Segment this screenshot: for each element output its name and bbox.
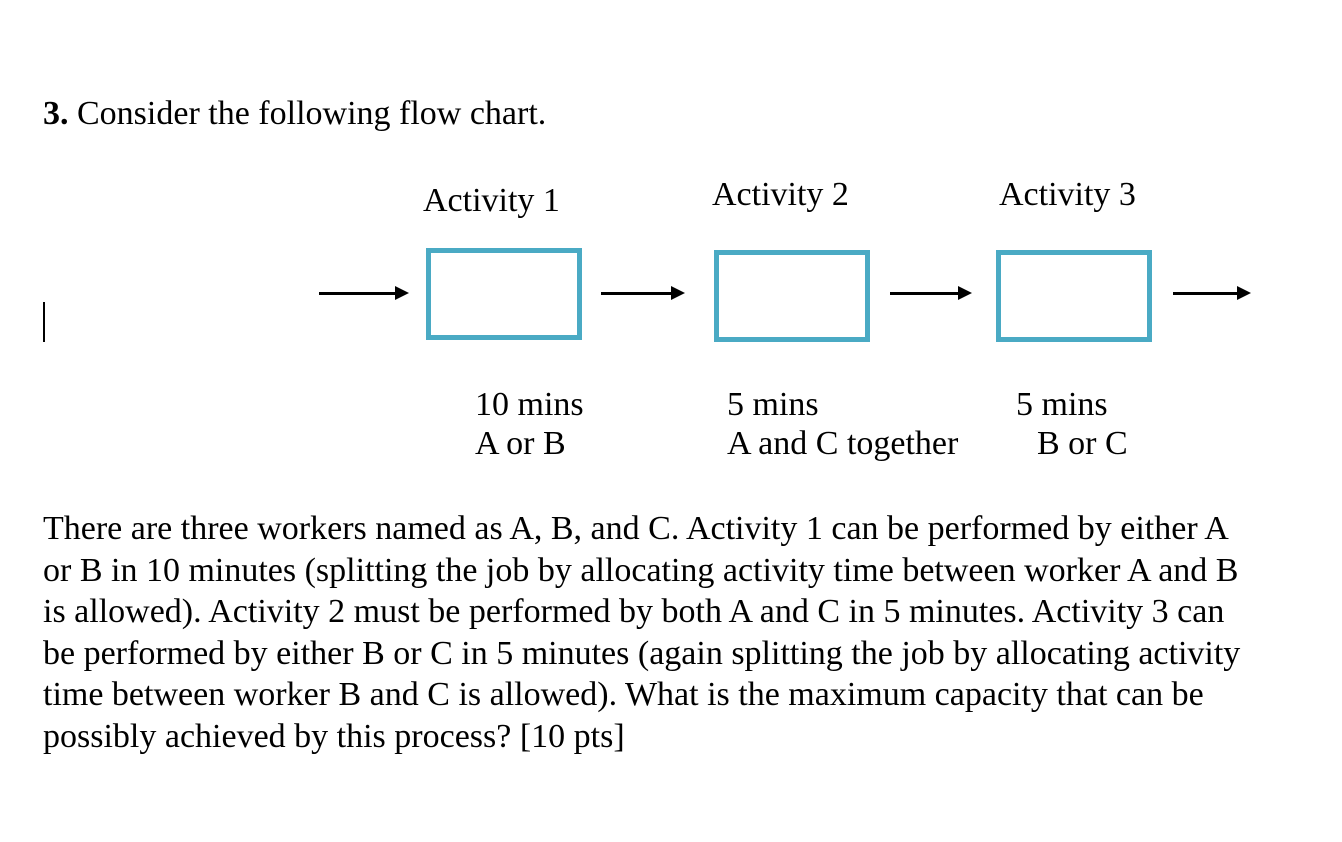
problem-text: There are three workers named as A, B, a… [43, 508, 1313, 757]
question-heading: 3. Consider the following flow chart. [43, 94, 546, 134]
problem-line: possibly achieved by this process? [10 p… [43, 717, 625, 755]
text-cursor [43, 302, 45, 342]
activity-3-label: Activity 3 [999, 176, 1136, 213]
activity-1-time: 10 mins [475, 386, 584, 423]
activity-2-time: 5 mins [727, 386, 819, 423]
problem-line: or B in 10 minutes (splitting the job by… [43, 551, 1239, 589]
activity-3-box [996, 250, 1152, 342]
activity-3-workers: B or C [1037, 425, 1128, 462]
activity-1-box [426, 248, 582, 340]
flow-arrow-2-to-3 [890, 286, 972, 300]
problem-line: time between worker B and C is allowed).… [43, 676, 1204, 713]
flow-arrow-1-to-2 [601, 286, 685, 300]
question-heading-text: Consider the following flow chart. [77, 95, 547, 132]
activity-2-workers: A and C together [727, 425, 959, 462]
flow-arrow-input [319, 286, 409, 300]
problem-line: is allowed). Activity 2 must be performe… [43, 593, 1225, 630]
question-number: 3. [43, 95, 69, 132]
activity-3-time: 5 mins [1016, 386, 1108, 423]
problem-line: be performed by either B or C in 5 minut… [43, 634, 1241, 672]
activity-1-label: Activity 1 [423, 182, 560, 219]
problem-line: There are three workers named as A, B, a… [43, 510, 1229, 547]
flow-arrow-output [1173, 286, 1251, 300]
activity-1-workers: A or B [475, 425, 566, 462]
activity-2-box [714, 250, 870, 342]
activity-2-label: Activity 2 [712, 176, 849, 213]
